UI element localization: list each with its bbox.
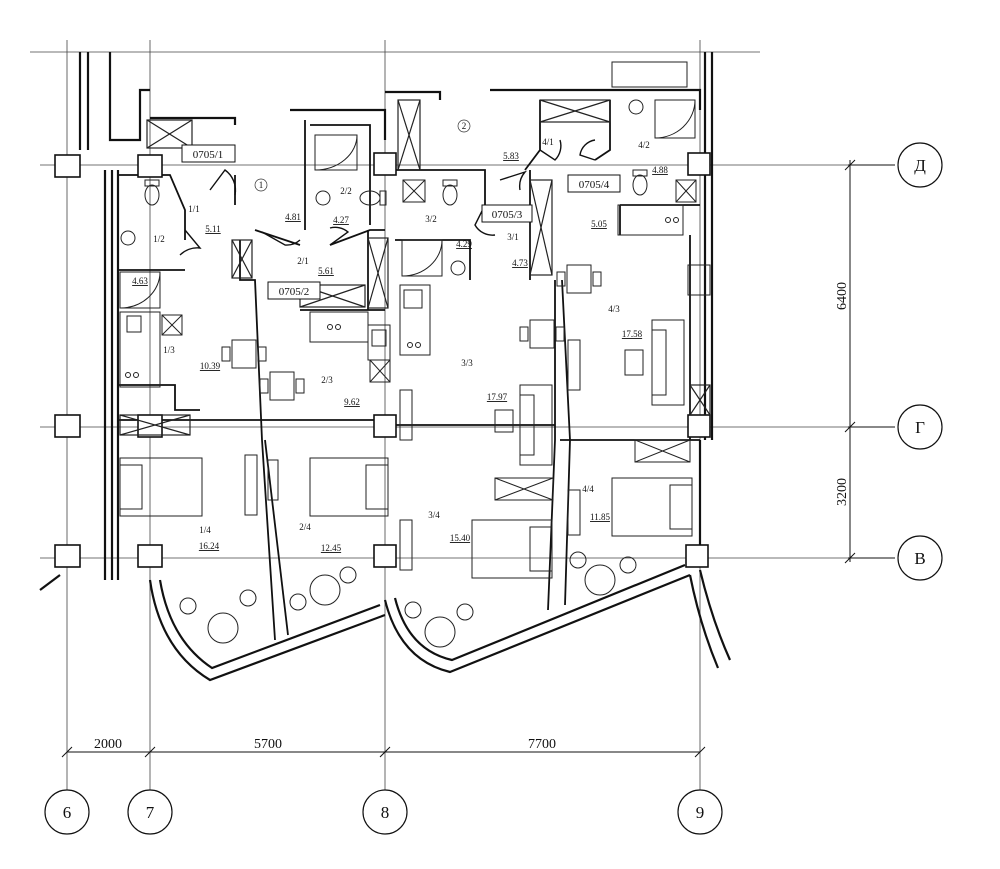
axis-marker-8: 8 xyxy=(362,789,408,835)
axis-marker-d: Д xyxy=(897,142,943,188)
dimension-bottom-1: 2000 xyxy=(94,737,122,752)
dimension-bottom-3: 7700 xyxy=(528,737,556,752)
room-code-2-3: 2/3 xyxy=(321,375,333,385)
room-area-4-1: 5.05 xyxy=(591,219,607,229)
room-area-1-2: 4.63 xyxy=(132,276,148,286)
unit-label-0705-4: 0705/4 xyxy=(567,174,621,193)
unit-number: 0705/1 xyxy=(193,149,224,161)
room-code-3-3: 3/3 xyxy=(461,358,473,368)
axis-label-g: Г xyxy=(915,418,925,437)
room-area-3-3: 17.97 xyxy=(487,392,508,402)
axis-label-8: 8 xyxy=(381,803,390,822)
unit-number: 0705/3 xyxy=(492,209,523,221)
room-code-1-4: 1/4 xyxy=(199,525,211,535)
room-area-3-1: 4.73 xyxy=(512,258,528,268)
unit-number: 0705/4 xyxy=(579,179,610,191)
unit-label-0705-3: 0705/3 xyxy=(481,204,533,223)
dimension-bottom-2: 5700 xyxy=(254,737,282,752)
room-code-3-4: 3/4 xyxy=(428,510,440,520)
axis-marker-g: Г xyxy=(897,404,943,450)
room-area-2: 5.83 xyxy=(503,151,519,161)
axis-label-7: 7 xyxy=(146,803,155,822)
room-codes: 1 1/1 1/2 1/3 1/4 2/1 2/2 2/3 2/4 2 3/1 … xyxy=(153,119,650,535)
room-code-1-2: 1/2 xyxy=(153,234,165,244)
room-area-1-1: 5.11 xyxy=(205,224,220,234)
dimension-right-2: 3200 xyxy=(835,478,850,506)
room-area-2-4: 12.45 xyxy=(321,543,342,553)
dimension-lines xyxy=(61,159,895,758)
exterior-walls xyxy=(39,52,732,682)
room-code-1-1: 1/1 xyxy=(188,204,200,214)
room-code-2-2: 2/2 xyxy=(340,186,352,196)
room-code-4-3: 4/3 xyxy=(608,304,620,314)
ventilation-shafts xyxy=(119,99,711,436)
room-code-4-4: 4/4 xyxy=(582,484,594,494)
axis-marker-9: 9 xyxy=(677,789,723,835)
unit-label-0705-2: 0705/2 xyxy=(267,281,321,300)
room-area-1-3: 10.39 xyxy=(200,361,221,371)
room-code-2-1: 2/1 xyxy=(297,256,309,266)
room-area-3-2: 4.29 xyxy=(456,239,472,249)
axis-marker-7: 7 xyxy=(127,789,173,835)
room-code-3-2: 3/2 xyxy=(425,214,437,224)
room-area-4-3: 17.58 xyxy=(622,329,643,339)
room-code-1-3: 1/3 xyxy=(163,345,175,355)
axis-marker-v: В xyxy=(897,535,943,581)
axis-marker-6: 6 xyxy=(44,789,90,835)
room-code-4-1: 4/1 xyxy=(542,137,554,147)
axis-label-d: Д xyxy=(914,156,926,175)
axis-label-6: 6 xyxy=(63,803,72,822)
dimension-right-1: 6400 xyxy=(835,282,850,310)
room-code-2: 2 xyxy=(462,121,467,131)
room-area-1-4: 16.24 xyxy=(199,541,220,551)
room-areas: 4.81 5.11 4.63 10.39 16.24 5.61 4.27 9.6… xyxy=(132,151,668,553)
room-area-2-2: 4.27 xyxy=(333,215,349,225)
unit-label-0705-1: 0705/1 xyxy=(181,144,236,163)
room-code-1: 1 xyxy=(259,180,264,190)
door-swings xyxy=(179,139,596,256)
room-area-2-1: 5.61 xyxy=(318,266,334,276)
room-code-3-1: 3/1 xyxy=(507,232,519,242)
room-area-2-3: 9.62 xyxy=(344,397,360,407)
bathroom-fixtures xyxy=(119,61,697,383)
axis-label-9: 9 xyxy=(696,803,705,822)
unit-number: 0705/2 xyxy=(279,286,310,298)
kitchen-units xyxy=(119,204,711,388)
axis-label-v: В xyxy=(914,549,925,568)
room-area-3-4: 15.40 xyxy=(450,533,471,543)
room-area-4-2: 4.88 xyxy=(652,165,668,175)
room-area-4-4: 11.85 xyxy=(590,512,610,522)
room-code-2-4: 2/4 xyxy=(299,522,311,532)
room-area-1: 4.81 xyxy=(285,212,301,222)
furniture xyxy=(119,264,693,648)
room-code-4-2: 4/2 xyxy=(638,140,650,150)
